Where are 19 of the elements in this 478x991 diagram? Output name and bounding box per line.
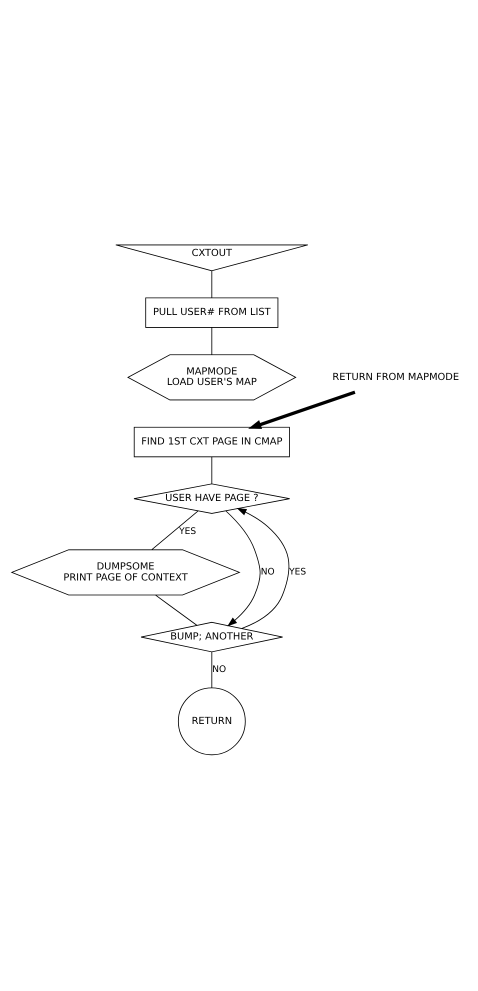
edge-label: NO [212,665,226,676]
node-text: RETURN FROM MAPMODE [332,372,460,383]
edge-label: YES [289,568,306,578]
node-circle: RETURN [178,687,246,756]
node-diamond: BUMP; ANOTHER [140,622,284,652]
edge-label: YES [179,526,196,537]
node-box: FIND 1ST CXT PAGE IN CMAP [134,426,290,458]
arrow [248,390,356,429]
arrow [226,510,261,626]
connector [152,510,198,550]
connector [211,652,212,688]
node-diamond: USER HAVE PAGE ? [134,483,290,514]
connector [211,270,212,298]
edge-label: NO [260,568,275,578]
connector [211,327,212,356]
connector [155,594,198,626]
node-box: PULL USER# FROM LIST [145,297,278,328]
arrow [236,508,290,629]
connector [211,456,212,484]
